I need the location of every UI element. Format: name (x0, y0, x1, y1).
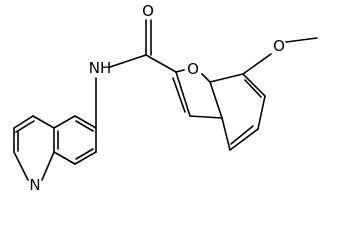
bond (209, 81, 223, 119)
bond (41, 151, 55, 181)
atom-labels: O NH O O N (29, 2, 285, 194)
bond (13, 151, 29, 181)
bond (230, 125, 254, 145)
quinoline-nitrogen-label: N (29, 176, 40, 194)
bond (32, 115, 55, 129)
bond (75, 148, 94, 160)
bond (242, 73, 266, 97)
bond (189, 115, 223, 119)
bond (201, 73, 211, 83)
bond (74, 115, 97, 129)
bond (229, 128, 259, 151)
methoxy-oxygen-label: O (273, 37, 285, 55)
bond (175, 69, 185, 73)
bond (53, 115, 76, 129)
carbonyl-oxygen-label: O (142, 2, 154, 20)
structure-canvas: O NH O O N (13, 2, 318, 194)
bond (285, 37, 318, 43)
bond (53, 151, 76, 165)
furan-oxygen-label: O (187, 60, 199, 78)
bond (109, 54, 147, 68)
bond (175, 71, 191, 117)
bond (145, 54, 177, 73)
bond (242, 53, 272, 75)
bond (257, 95, 266, 130)
amide-nitrogen-label: NH (89, 59, 112, 77)
bond (172, 77, 186, 113)
bond (15, 120, 35, 133)
bond (221, 117, 231, 151)
bond (75, 120, 94, 132)
molecule-structure: O NH O O N (13, 2, 318, 194)
bond (244, 79, 262, 98)
bond (74, 151, 97, 165)
bond (209, 73, 244, 83)
bond (13, 115, 34, 129)
bonds (13, 19, 318, 181)
